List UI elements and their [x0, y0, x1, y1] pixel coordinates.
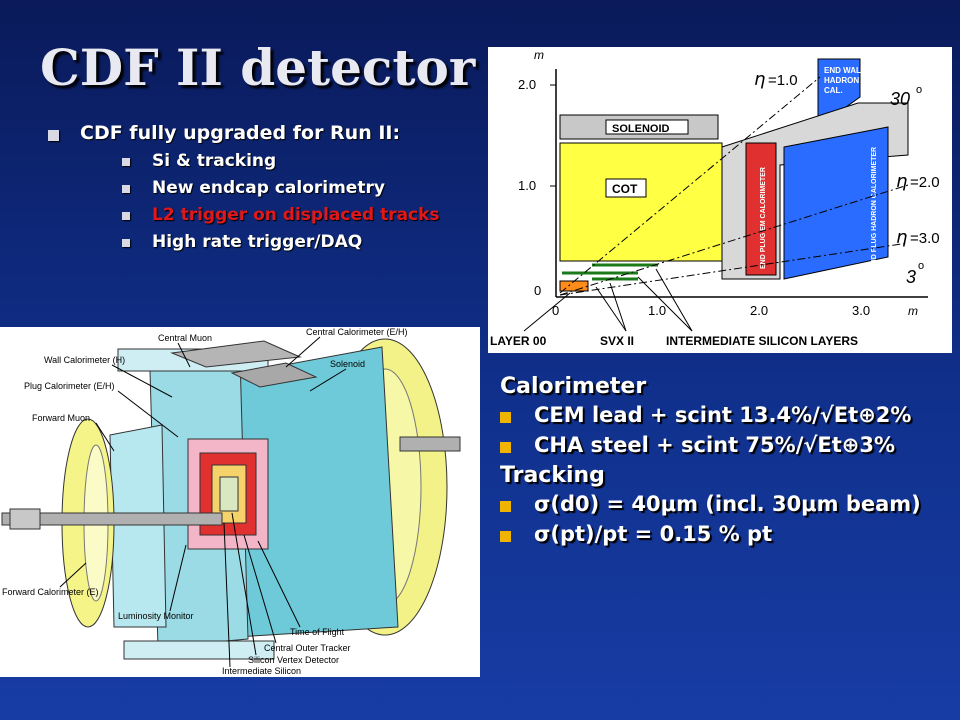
label-wall-calorimeter: Wall Calorimeter (H) [44, 355, 125, 365]
svx2-label: SVX II [600, 334, 634, 348]
d0-spec: σ(d0) = 40μm (incl. 30μm beam) [500, 492, 955, 516]
sub-bullet-daq: High rate trigger/DAQ [80, 232, 478, 252]
y-tick-1: 1.0 [518, 178, 536, 193]
cot-label: COT [612, 182, 638, 196]
x-tick-2: 2.0 [750, 303, 768, 318]
svg-text:η: η [896, 227, 907, 248]
eta-2-label: =2.0 [910, 174, 940, 191]
eta-3-label: =3.0 [910, 230, 940, 247]
slide-title: CDF II detector [40, 38, 476, 97]
eta-1-label: =1.0 [768, 72, 798, 89]
x-tick-1: 1.0 [648, 303, 666, 318]
label-forward-muon: Forward Muon [32, 413, 90, 423]
tracking-heading: Tracking [500, 463, 605, 488]
cot-region [559, 142, 723, 262]
layer00-label: LAYER 00 [490, 334, 547, 348]
cha-spec: CHA steel + scint 75%/√Et⊕3% [500, 433, 955, 457]
label-solenoid: Solenoid [330, 359, 365, 369]
specs-section: Calorimeter CEM lead + scint 13.4%/√Et⊕2… [500, 374, 955, 552]
angle-30-label: 30 [890, 89, 910, 109]
calorimeter-list: CEM lead + scint 13.4%/√Et⊕2% CHA steel … [500, 403, 955, 457]
label-central-calorimeter: Central Calorimeter (E/H) [306, 327, 408, 337]
label-central-muon: Central Muon [158, 333, 212, 343]
end-wall-label-1: END WALL [824, 66, 866, 75]
end-wall-region [817, 58, 861, 128]
angle-3-degree: o [918, 260, 924, 272]
y-axis-unit: m [534, 48, 544, 62]
plug-hadron-label: END PLUG HADRON CALORIMETER [871, 147, 878, 269]
upgrade-sub-list: Si & tracking New endcap calorimetry L2 … [80, 151, 478, 252]
bullet-run2: CDF fully upgraded for Run II: Si & trac… [48, 122, 478, 252]
sub-bullet-l2-trigger: L2 trigger on displaced tracks [80, 205, 478, 225]
angle-3-label: 3 [906, 267, 916, 287]
plug-hadron-region [783, 126, 889, 280]
calorimeter-heading: Calorimeter [500, 374, 647, 399]
quarter-view-diagram: m 2.0 1.0 0 0 1.0 2.0 3.0 m SOLENOID COT… [488, 47, 952, 353]
detector-cutaway-image: Central Muon Central Calorimeter (E/H) W… [0, 327, 480, 677]
plug-em-region [745, 142, 777, 276]
upgrade-bullet-list: CDF fully upgraded for Run II: Si & trac… [48, 122, 478, 259]
y-tick-2: 2.0 [518, 77, 536, 92]
solenoid-label: SOLENOID [612, 123, 670, 135]
label-luminosity-monitor: Luminosity Monitor [118, 611, 194, 621]
label-plug-calorimeter: Plug Calorimeter (E/H) [24, 381, 115, 391]
x-tick-3: 3.0 [852, 303, 870, 318]
label-time-of-flight: Time of Flight [290, 627, 345, 637]
tracking-list: σ(d0) = 40μm (incl. 30μm beam) σ(pt)/pt … [500, 492, 955, 546]
label-intermediate-silicon: Intermediate Silicon [222, 666, 301, 676]
detector-cutaway-svg: Central Muon Central Calorimeter (E/H) W… [1, 327, 461, 676]
end-wall-label-2: HADRON [824, 76, 859, 85]
label-central-outer-tracker: Central Outer Tracker [264, 643, 351, 653]
x-axis-unit: m [908, 304, 918, 318]
label-silicon-vertex-detector: Silicon Vertex Detector [248, 655, 339, 665]
svg-text:η: η [754, 69, 765, 90]
end-wall-label-3: CAL. [824, 86, 843, 95]
pt-spec: σ(pt)/pt = 0.15 % pt [500, 522, 955, 546]
sub-bullet-endcap: New endcap calorimetry [80, 178, 478, 198]
bullet-run2-text: CDF fully upgraded for Run II: [80, 122, 401, 144]
plug-em-label: END PLUG EM CALORIMETER [760, 167, 767, 269]
cem-spec: CEM lead + scint 13.4%/√Et⊕2% [500, 403, 955, 427]
y-tick-0: 0 [534, 283, 541, 298]
x-tick-0: 0 [552, 303, 559, 318]
quarter-view-svg: m 2.0 1.0 0 0 1.0 2.0 3.0 m SOLENOID COT… [490, 48, 940, 348]
angle-30-degree: o [916, 84, 922, 96]
intermediate-silicon-label: INTERMEDIATE SILICON LAYERS [666, 334, 858, 348]
label-forward-calorimeter: Forward Calorimeter (E) [2, 587, 99, 597]
svg-text:η: η [896, 171, 907, 192]
sub-bullet-si: Si & tracking [80, 151, 478, 171]
